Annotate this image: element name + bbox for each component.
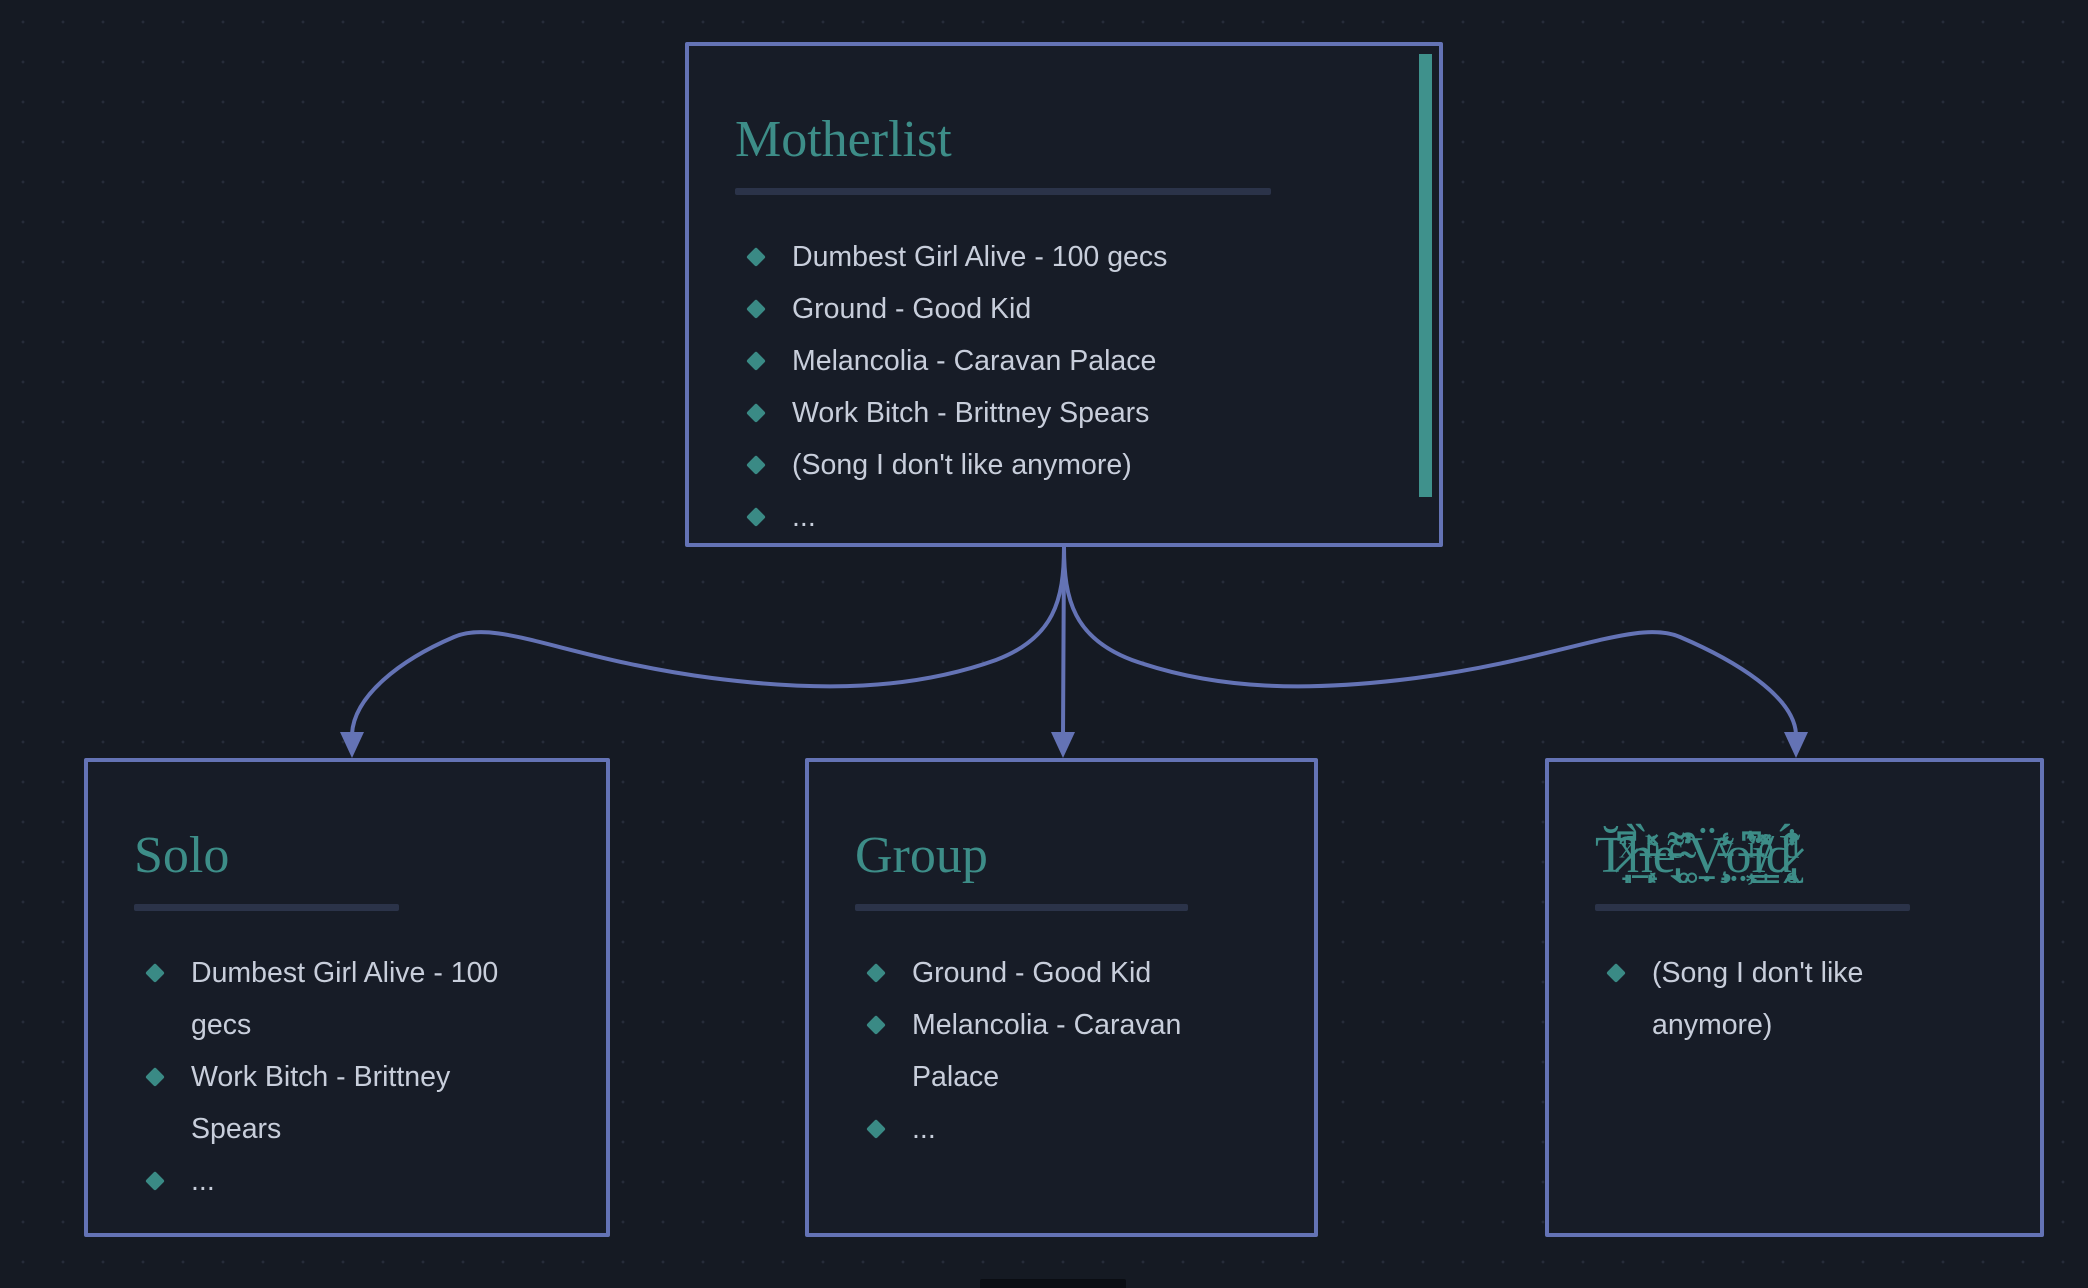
title-underline [1595, 904, 1910, 911]
diamond-bullet-icon [746, 403, 766, 423]
song-item-label: ... [191, 1165, 215, 1197]
title-underline [735, 188, 1271, 195]
song-list-item: (Song I don't like anymore) [735, 439, 1393, 491]
diamond-bullet-icon [866, 963, 886, 983]
card-title-the-void: T̷̩̘̑̆ͯ͆h̶̜̠̙̹̏͑ͪ̽e̵̢̖̍͌ͨ ̴͚̓͒V̵̧̟̣̱̈̾ͮ͊… [1595, 827, 1792, 884]
song-list-item: Ground - Good Kid [855, 947, 1268, 999]
canvas-horizontal-scrollbar[interactable] [980, 1279, 1126, 1288]
song-list-item: Melancolia - Caravan Palace [855, 999, 1268, 1103]
diamond-bullet-icon [866, 1015, 886, 1035]
song-list-item: Dumbest Girl Alive - 100 gecs [134, 947, 560, 1051]
song-item-label: Dumbest Girl Alive - 100 gecs [191, 957, 499, 1041]
arrowhead-down-icon [1784, 732, 1808, 758]
song-list-item: ... [134, 1155, 560, 1207]
diamond-bullet-icon [746, 299, 766, 319]
song-item-label: Dumbest Girl Alive - 100 gecs [792, 241, 1168, 273]
song-list-item: ... [855, 1103, 1268, 1155]
card-title-group: Group [855, 827, 988, 884]
song-list-item: Melancolia - Caravan Palace [735, 335, 1393, 387]
title-underline [134, 904, 399, 911]
diamond-bullet-icon [746, 455, 766, 475]
diamond-bullet-icon [746, 247, 766, 267]
song-list-item: Ground - Good Kid [735, 283, 1393, 335]
edge-motherlist-group[interactable] [1061, 545, 1066, 738]
song-item-label: ... [792, 501, 816, 533]
edge-motherlist-void[interactable] [1062, 545, 1798, 736]
diamond-bullet-icon [145, 963, 165, 983]
song-item-label: Work Bitch - Brittney Spears [191, 1061, 451, 1145]
arrowhead-down-icon [340, 732, 364, 758]
canvas-card-motherlist[interactable]: Motherlist Dumbest Girl Alive - 100 gecs… [685, 42, 1443, 547]
song-item-label: Melancolia - Caravan Palace [792, 345, 1157, 377]
song-list: (Song I don't like anymore) [1595, 947, 1994, 1051]
song-item-label: Ground - Good Kid [792, 293, 1032, 325]
song-item-label: ... [912, 1113, 936, 1145]
diamond-bullet-icon [145, 1171, 165, 1191]
song-list-item: (Song I don't like anymore) [1595, 947, 1994, 1051]
edge-motherlist-solo[interactable] [350, 545, 1066, 736]
song-item-label: (Song I don't like anymore) [1652, 957, 1864, 1041]
song-item-label: Ground - Good Kid [912, 957, 1152, 989]
diamond-bullet-icon [1606, 963, 1626, 983]
arrowhead-down-icon [1051, 732, 1075, 758]
diamond-bullet-icon [746, 507, 766, 527]
canvas-card-the-void[interactable]: T̷̩̘̑̆ͯ͆h̶̜̠̙̹̏͑ͪ̽e̵̢̖̍͌ͨ ̴͚̓͒V̵̧̟̣̱̈̾ͮ͊… [1545, 758, 2044, 1237]
song-list-item: Work Bitch - Brittney Spears [735, 387, 1393, 439]
scrollbar-thumb[interactable] [1419, 54, 1432, 497]
title-underline [855, 904, 1188, 911]
diamond-bullet-icon [866, 1119, 886, 1139]
song-item-label: (Song I don't like anymore) [792, 449, 1132, 481]
card-title-solo: Solo [134, 827, 230, 884]
song-list-item: Dumbest Girl Alive - 100 gecs [735, 231, 1393, 283]
diamond-bullet-icon [145, 1067, 165, 1087]
song-item-label: Work Bitch - Brittney Spears [792, 397, 1150, 429]
card-title-motherlist: Motherlist [735, 111, 952, 168]
song-item-label: Melancolia - Caravan Palace [912, 1009, 1182, 1093]
song-list-item: ... [735, 491, 1393, 543]
diamond-bullet-icon [746, 351, 766, 371]
song-list-item: Work Bitch - Brittney Spears [134, 1051, 560, 1155]
